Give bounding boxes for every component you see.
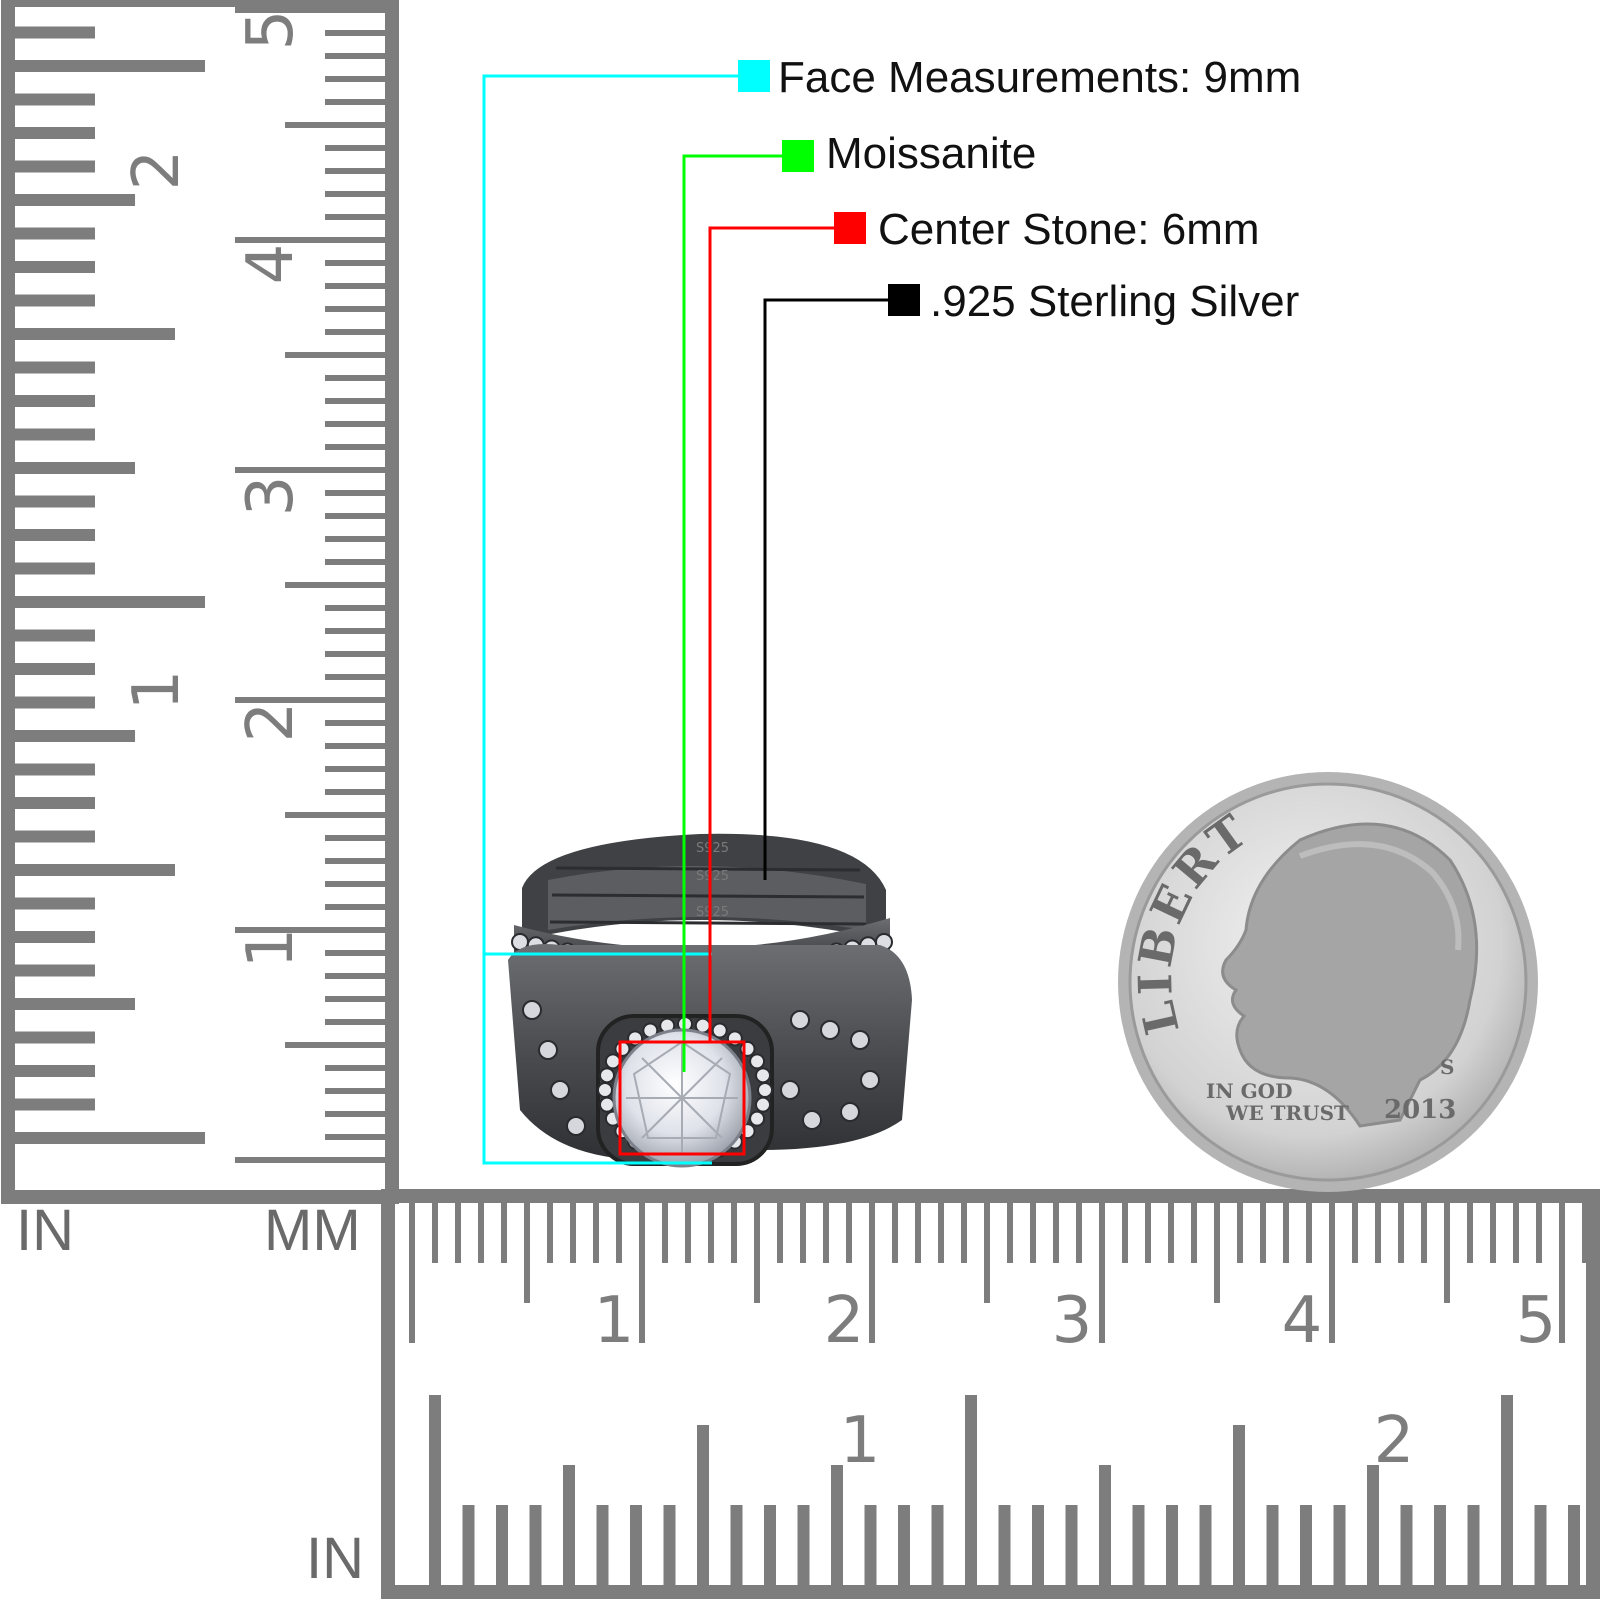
halo-stone (599, 1096, 616, 1113)
vertical-mm-ticks (235, 7, 385, 1163)
dime-motto-line1: IN GOD (1206, 1079, 1292, 1103)
face-swatch (738, 60, 770, 92)
horizontal-mm-number-3: 3 (1052, 1284, 1093, 1358)
side-stone (820, 1020, 840, 1040)
hallmark-3: S925 (696, 905, 729, 920)
side-stones (522, 1000, 880, 1136)
halo-stone (749, 1110, 766, 1127)
horizontal-inch-number-1: 1 (840, 1404, 881, 1478)
vertical-ruler: 1 2 3 4 5 1 2 (1, 0, 399, 1204)
horizontal-inch-ticks (429, 1395, 1580, 1585)
side-stone (840, 1102, 860, 1122)
horizontal-mm-number-1: 1 (594, 1284, 635, 1358)
halo-stone (604, 1053, 621, 1070)
ruler-corner-strip (8, 1190, 392, 1204)
side-stone (522, 1000, 542, 1020)
vertical-mm-numbers: 1 2 3 4 5 (234, 10, 308, 969)
material-swatch (782, 140, 814, 172)
side-stone (538, 1040, 558, 1060)
vertical-mm-number-1: 1 (234, 928, 308, 969)
face-measurements-label: Face Measurements: 9mm (778, 53, 1301, 102)
left-inch-unit-label: IN (16, 1198, 74, 1263)
halo-stone (754, 1096, 771, 1113)
horizontal-mm-ticks (409, 1203, 1588, 1343)
center-stone-facets (626, 1040, 738, 1154)
vertical-inch-number-1: 1 (120, 670, 194, 711)
halo-stone (597, 1082, 613, 1098)
halo-stone (614, 1040, 631, 1057)
side-stone (550, 1080, 570, 1100)
horizontal-mm-number-5: 5 (1516, 1284, 1557, 1358)
halo-stone (754, 1067, 771, 1084)
side-stone (860, 1070, 880, 1090)
dime-mint-mark: S (1440, 1055, 1454, 1079)
center-stone-bracket (618, 1040, 746, 1156)
moissanite-label: Moissanite (826, 129, 1036, 178)
halo-stone (711, 1022, 728, 1039)
horizontal-mm-numbers: 1 2 3 4 5 (594, 1284, 1557, 1358)
sterling-silver-label: .925 Sterling Silver (930, 277, 1299, 326)
halo-stone (749, 1053, 766, 1070)
vertical-inch-ticks (15, 26, 205, 1144)
side-stone (780, 1080, 800, 1100)
center-stone-label: Center Stone: 6mm (878, 205, 1260, 254)
center-leader-line (708, 226, 844, 1042)
vertical-mm-number-5: 5 (234, 10, 308, 51)
side-stone (790, 1010, 810, 1030)
bottom-inch-unit-label: IN (306, 1526, 364, 1591)
leader-lines (482, 74, 896, 1165)
halo-stone (757, 1082, 773, 1098)
horizontal-inch-number-2: 2 (1374, 1404, 1415, 1478)
hallmark-2: S925 (696, 869, 729, 884)
vertical-inch-number-2: 2 (120, 150, 194, 191)
vertical-inch-numbers: 1 2 (120, 150, 194, 711)
dime-motto-line2: WE TRUST (1225, 1101, 1349, 1125)
legend: Face Measurements: 9mm Moissanite Center… (738, 53, 1301, 326)
halo-stone (599, 1067, 616, 1084)
hallmark-1: S925 (696, 841, 729, 856)
horizontal-mm-number-4: 4 (1282, 1284, 1323, 1358)
side-stone (850, 1030, 870, 1050)
left-mm-unit-label: MM (264, 1198, 361, 1263)
vertical-mm-number-4: 4 (234, 244, 308, 285)
vertical-mm-number-3: 3 (234, 476, 308, 517)
center-stone-swatch (834, 212, 866, 244)
vertical-mm-number-2: 2 (234, 702, 308, 743)
ring-band-inner (548, 865, 866, 930)
dime-year: 2013 (1384, 1095, 1456, 1125)
side-stone (566, 1116, 586, 1136)
horizontal-mm-number-2: 2 (824, 1284, 865, 1358)
horizontal-ruler: 1 2 3 4 5 1 2 (8, 1189, 1600, 1599)
metal-leader-line (763, 298, 896, 880)
face-leader-line (482, 74, 752, 1165)
material-leader-line (682, 154, 790, 1072)
metal-swatch (888, 284, 920, 316)
dime-portrait (1221, 822, 1479, 1128)
ring-set-image: S925 S925 S925 (508, 833, 912, 1168)
horizontal-inch-numbers: 1 2 (840, 1404, 1415, 1478)
side-stone (802, 1110, 822, 1130)
horizontal-ruler-border (381, 1189, 1600, 1599)
